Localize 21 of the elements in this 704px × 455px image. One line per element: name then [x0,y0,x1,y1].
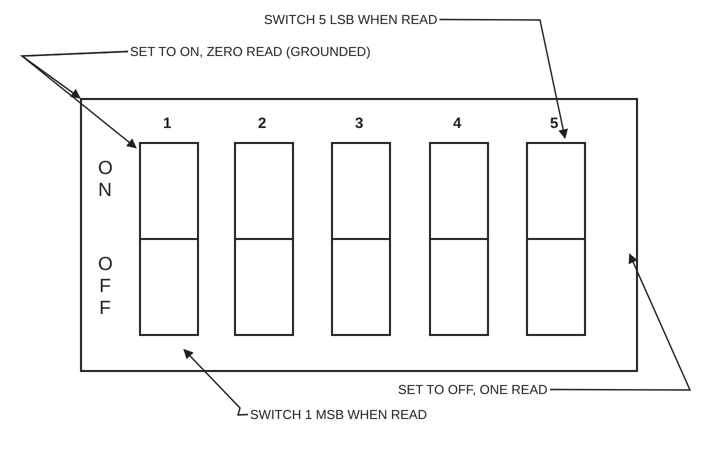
leader-line [20,50,137,148]
dip-switch [139,142,199,336]
dip-switch [526,142,586,336]
dip-switch [331,142,391,336]
callout-text: SET TO ON, ZERO READ (GROUNDED) [128,44,373,59]
switch-number: 2 [258,116,266,132]
switch-number: 4 [453,116,462,132]
callout-text: SWITCH 5 LSB WHEN READ [262,12,440,27]
switch-number: 5 [550,116,558,132]
position-label: ON [98,158,112,202]
leader-line [439,18,568,140]
callout-text: SET TO OFF, ONE READ [396,382,550,397]
position-label: OFF [98,254,112,320]
leader-line [550,253,692,391]
leader-line [183,348,248,416]
callout-text: SWITCH 1 MSB WHEN READ [248,407,429,422]
switch-number: 1 [163,116,172,132]
switch-housing [80,98,638,372]
dip-switch [429,142,489,336]
switch-number: 3 [355,116,364,132]
dip-switch [234,142,294,336]
